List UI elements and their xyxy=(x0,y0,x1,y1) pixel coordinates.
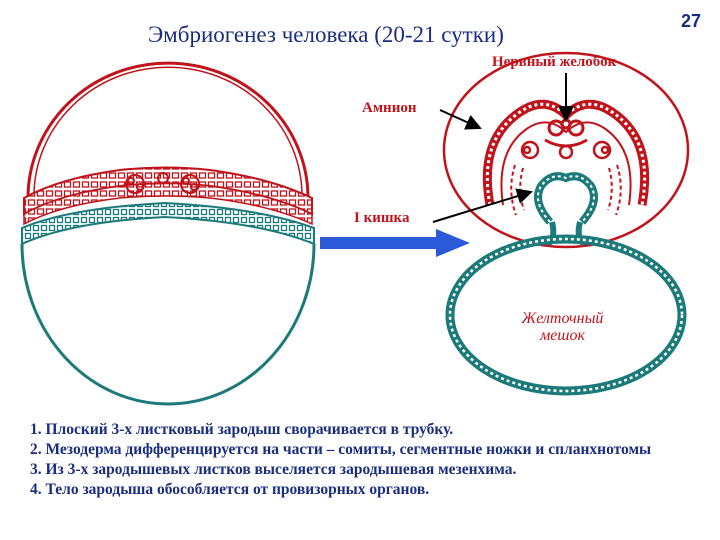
amnion-dome-left xyxy=(26,61,310,199)
yolk-sac-left xyxy=(20,243,316,406)
neural-groove-label: Нервный желобок xyxy=(492,54,617,70)
yolk-sac-label-line2: мешок xyxy=(540,327,585,344)
page-number: 27 xyxy=(681,11,702,31)
page-title: Эмбриогенез человека (20-21 сутки) xyxy=(148,22,504,47)
yolk-sac-label: Желточный мешок xyxy=(500,310,625,344)
mesoderm-layer xyxy=(23,182,313,226)
note-item: 1. Плоский 3-х листковый зародыш сворачи… xyxy=(30,421,454,438)
amnion-label: Амнион xyxy=(362,100,417,116)
notes-list: 1. Плоский 3-х листковый зародыш сворачи… xyxy=(30,420,710,500)
label-pointers xyxy=(432,73,574,223)
yolk-sac-label-line1: Желточный xyxy=(521,310,604,327)
note-item: 4. Тело зародыша обособляется от провизо… xyxy=(30,481,430,498)
gut-label: I кишка xyxy=(354,210,410,226)
primary-gut xyxy=(534,172,598,225)
note-item: 2. Мезодерма дифференцируется на части –… xyxy=(30,441,652,458)
transition-arrow xyxy=(320,229,470,257)
flat-embryo xyxy=(20,61,316,406)
note-item: 3. Из 3-х зародышевых листков выселяется… xyxy=(30,461,517,478)
amnion-cavity xyxy=(442,51,690,249)
